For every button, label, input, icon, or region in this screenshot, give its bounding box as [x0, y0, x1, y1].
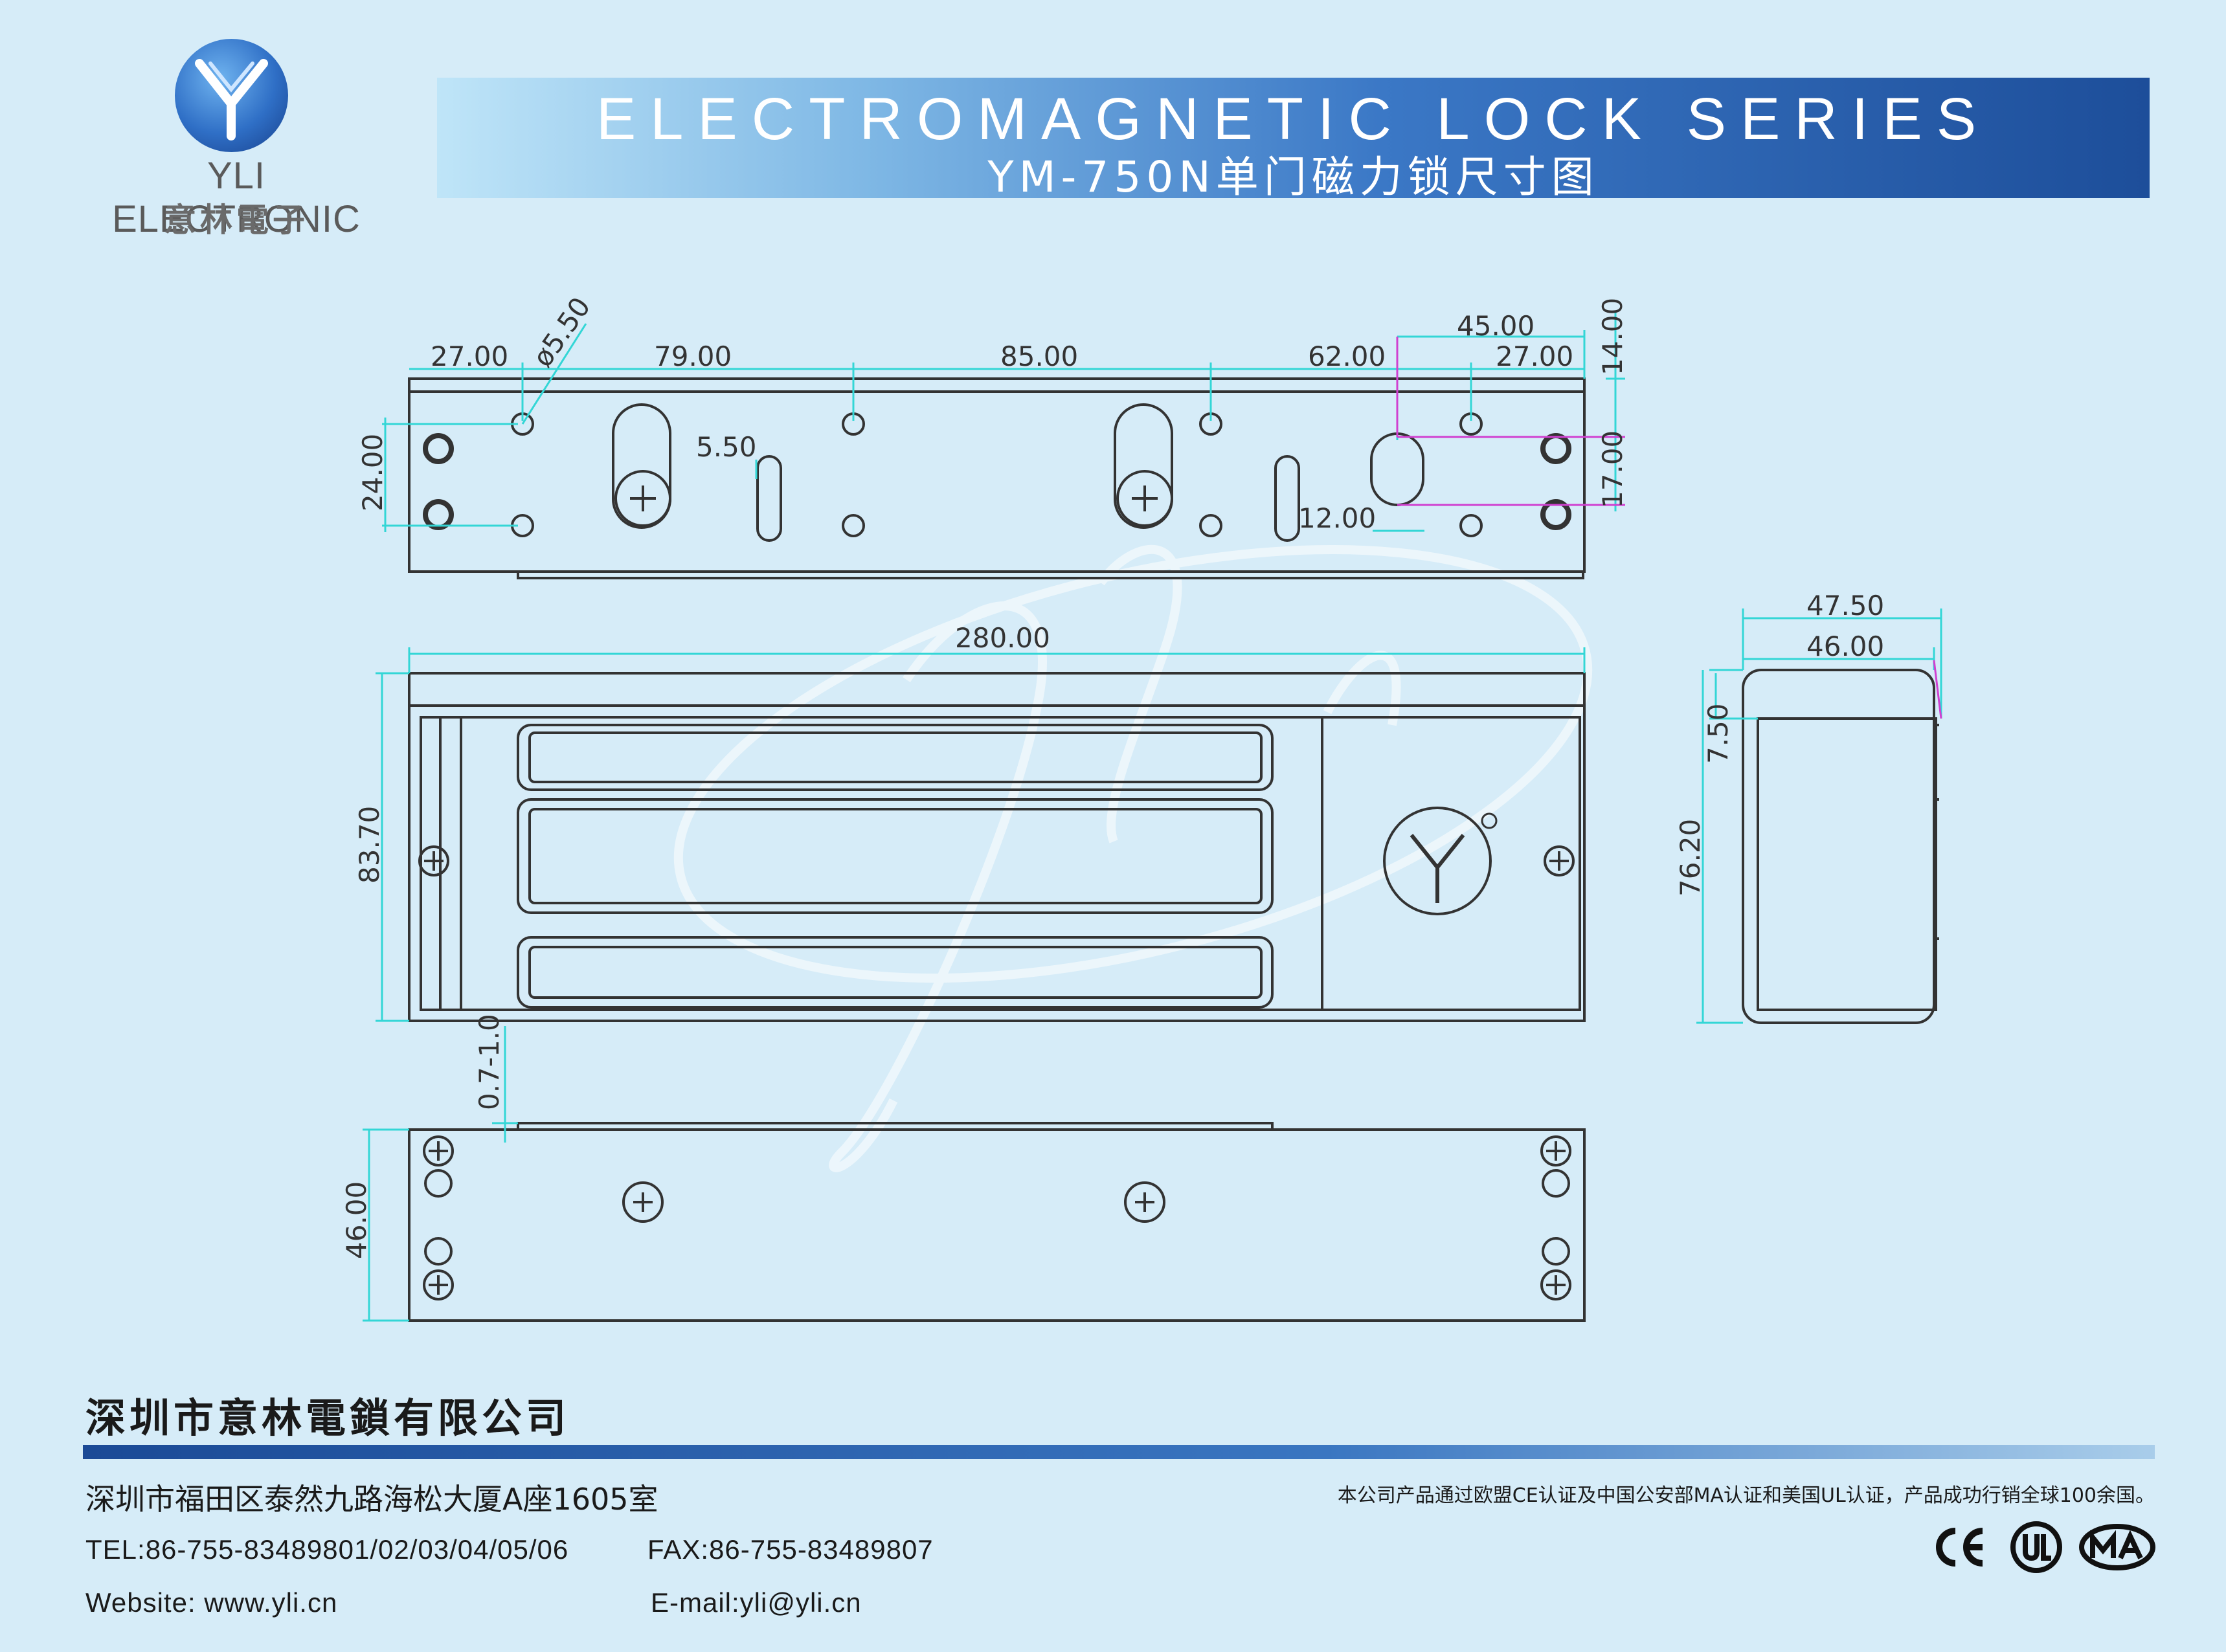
dim-label-side-47-50: 47.50	[1806, 590, 1884, 621]
front-view	[408, 672, 1586, 1022]
telephone: TEL:86-755-83489801/02/03/04/05/06	[85, 1534, 569, 1565]
side-view	[1742, 669, 1939, 1024]
dim-label-62: 62.00	[1308, 340, 1386, 372]
bottom-view	[408, 1122, 1586, 1322]
title-banner: ELECTROMAGNETIC LOCK SERIES YM-750N单门磁力锁…	[437, 78, 2150, 202]
bottom-view-dimension-lines	[363, 1026, 518, 1322]
dim-label-bottom-height: 46.00	[341, 1181, 372, 1259]
banner-subtitle: YM-750N单门磁力锁尺寸图	[987, 152, 1599, 202]
dim-label-gap: 0.7-1.0	[473, 1014, 505, 1110]
top-view-screw-crosses	[630, 486, 1158, 511]
email-link[interactable]: E-mail:yli@yli.cn	[651, 1587, 862, 1618]
company-name: 深圳市意林電鎖有限公司	[85, 1394, 570, 1442]
y-logo-icon	[175, 39, 288, 152]
dim-label-79: 79.00	[654, 340, 732, 372]
banner-title: ELECTROMAGNETIC LOCK SERIES	[596, 86, 1991, 152]
side-view-dimension-lines	[1696, 608, 1942, 1024]
dim-label-length: 280.00	[955, 622, 1050, 654]
dim-label-front-height: 83.70	[354, 806, 385, 884]
bottom-view-screw-crosses	[429, 1141, 1566, 1295]
dimension-labels: 27.00 ø5.50 79.00 85.00 62.00 45.00 27.0…	[341, 291, 1884, 1259]
brand-logo: YLI ELECTRONIC 意林電子	[84, 39, 388, 240]
ma-mark-icon	[2079, 1524, 2155, 1570]
front-view-dimension-lines	[376, 647, 1586, 1022]
front-view-logo	[424, 812, 1569, 903]
footer-divider-bar	[83, 1445, 2155, 1459]
dim-label-side-76-20: 76.20	[1674, 819, 1706, 897]
dim-label-24: 24.00	[357, 434, 388, 511]
dim-label-side-7-50: 7.50	[1702, 703, 1734, 764]
dim-label-17: 17.00	[1597, 430, 1628, 508]
certification-marks	[1936, 1521, 2155, 1573]
fax: FAX:86-755-83489807	[647, 1534, 934, 1565]
top-view	[408, 377, 1586, 579]
dim-label-5-50: 5.50	[696, 431, 757, 463]
dim-label-12: 12.00	[1298, 502, 1376, 534]
ul-mark-icon	[2010, 1521, 2062, 1573]
website-link[interactable]: Website: www.yli.cn	[85, 1587, 338, 1618]
top-view-magenta-lines	[1396, 337, 1625, 506]
dim-label-14: 14.00	[1597, 298, 1628, 375]
company-address: 深圳市福田区泰然九路海松大厦A座1605室	[85, 1482, 658, 1517]
side-view-magenta-lines	[1933, 660, 1942, 719]
dim-label-45: 45.00	[1457, 310, 1535, 342]
dim-label-side-46: 46.00	[1806, 631, 1884, 662]
dim-label-27-left: 27.00	[431, 340, 508, 372]
brand-name-en: YLI ELECTRONIC	[112, 155, 361, 240]
certification-note: 本公司产品通过欧盟CE认证及中国公安部MA认证和美国UL认证，产品成功行销全球1…	[1337, 1484, 2155, 1507]
dim-label-27-right: 27.00	[1496, 340, 1573, 372]
ce-mark-icon	[1936, 1528, 1983, 1567]
brand-name-cn: 意林電子	[164, 201, 309, 239]
dim-label-85: 85.00	[1000, 340, 1078, 372]
